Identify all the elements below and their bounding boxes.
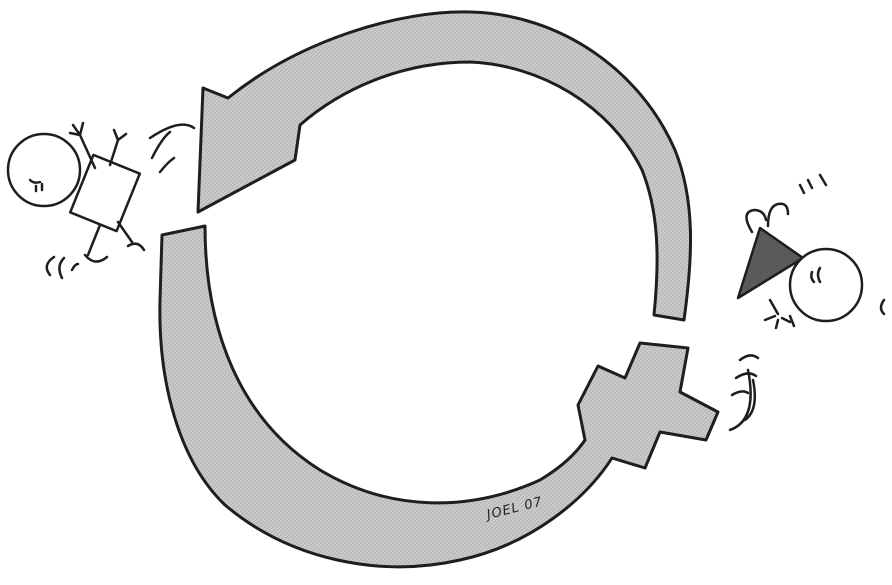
upper-cycle-arrow	[198, 12, 691, 320]
lower-cycle-arrow	[160, 226, 718, 567]
left-figure-arm-2	[110, 130, 126, 165]
right-figure-leg-2	[768, 204, 788, 226]
left-figure-leg-2	[118, 222, 144, 250]
right-stick-figure	[730, 175, 884, 430]
right-figure-arm	[765, 300, 794, 328]
right-figure-head	[790, 249, 862, 321]
left-figure-head	[8, 134, 80, 206]
left-figure-leg	[85, 225, 107, 262]
